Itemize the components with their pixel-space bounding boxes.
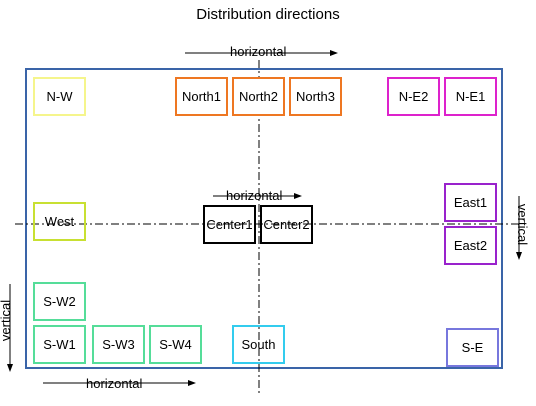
box-east1: East1	[444, 183, 497, 222]
box-west: West	[33, 202, 86, 241]
box-north-west: N-W	[33, 77, 86, 116]
canvas-frame	[25, 68, 503, 369]
box-north-east1: N-E1	[444, 77, 497, 116]
box-center2: Center2	[260, 205, 313, 244]
horizontal-label-bottom: horizontal	[86, 376, 143, 391]
box-south-west3: S-W3	[92, 325, 145, 364]
horizontal-label-top: horizontal	[230, 44, 287, 59]
box-south: South	[232, 325, 285, 364]
box-south-west1: S-W1	[33, 325, 86, 364]
box-north3: North3	[289, 77, 342, 116]
vertical-label-left: vertical	[0, 299, 14, 342]
diagram-title: Distribution directions	[196, 6, 340, 23]
box-south-west4: S-W4	[149, 325, 202, 364]
box-center1: Center1	[203, 205, 256, 244]
box-south-west2: S-W2	[33, 282, 86, 321]
box-north1: North1	[175, 77, 228, 116]
horizontal-label-center: horizontal	[226, 188, 283, 203]
box-east2: East2	[444, 226, 497, 265]
vertical-label-right: vertical	[515, 203, 531, 246]
box-south-east: S-E	[446, 328, 499, 367]
box-north-east2: N-E2	[387, 77, 440, 116]
box-north2: North2	[232, 77, 285, 116]
